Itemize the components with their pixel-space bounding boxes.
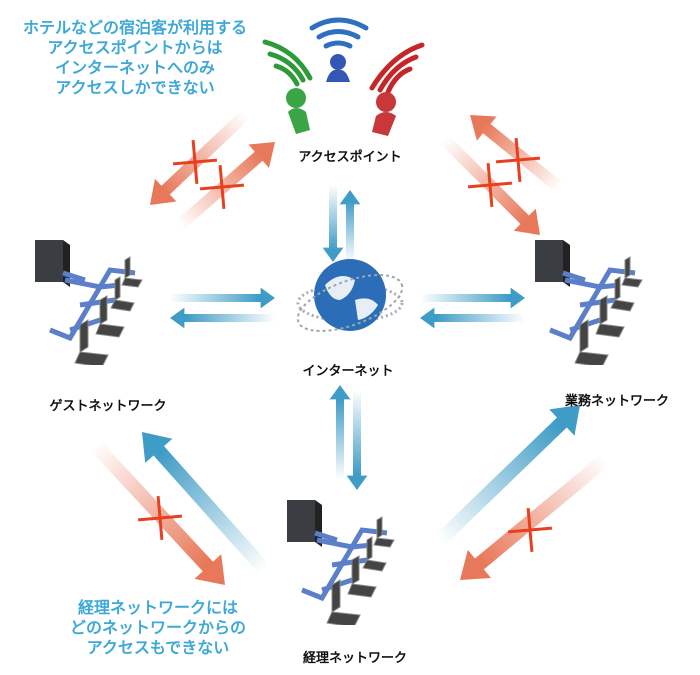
accounting-network-label: 経理ネットワーク bbox=[302, 651, 408, 666]
internet-globe-icon bbox=[296, 259, 404, 332]
allowed-access-arrow bbox=[322, 185, 344, 262]
allowed-access-arrow bbox=[420, 307, 525, 329]
blocked-cross-icon bbox=[172, 139, 218, 185]
blocked-cross-icon bbox=[495, 137, 541, 183]
allowed-access-arrow bbox=[170, 287, 275, 309]
note-line: アクセスポイントからは bbox=[47, 38, 223, 57]
blocked-cross-icon bbox=[199, 164, 245, 210]
note-line: ホテルなどの宿泊客が利用する bbox=[22, 18, 248, 37]
blocked-access-arrow bbox=[460, 454, 610, 580]
note-line: アクセスもできない bbox=[86, 638, 230, 657]
note-line: インターネットへのみ bbox=[54, 58, 216, 77]
guest-network-label: ゲストネットワーク bbox=[49, 399, 167, 414]
note-line: アクセスしかできない bbox=[55, 78, 215, 97]
allowed-access-arrow bbox=[420, 287, 525, 309]
note-line: どのネットワークからの bbox=[69, 618, 247, 637]
accounting-network-icon bbox=[287, 500, 394, 627]
business-network-icon bbox=[535, 240, 642, 367]
allowed-access-arrow bbox=[142, 432, 271, 575]
allowed-access-arrow bbox=[170, 307, 275, 329]
allowed-access-arrow bbox=[435, 405, 580, 546]
internet-label: インターネット bbox=[302, 364, 394, 379]
business-network-label: 業務ネットワーク bbox=[564, 394, 670, 409]
blocked-cross-icon bbox=[507, 507, 553, 553]
blocked-cross-icon bbox=[467, 162, 513, 208]
allowed-access-arrow bbox=[339, 190, 361, 262]
blocked-access-arrow bbox=[89, 440, 225, 585]
access-point-label: アクセスポイント bbox=[298, 150, 402, 165]
blocked-access-arrow bbox=[150, 110, 250, 205]
accounting-access-note: 経理ネットワークには どのネットワークからの アクセスもできない bbox=[70, 598, 246, 658]
allowed-access-arrow bbox=[329, 385, 351, 480]
access-point-icon bbox=[262, 17, 425, 136]
note-line: 経理ネットワークには bbox=[77, 598, 239, 617]
blocked-cross-icon bbox=[137, 495, 183, 541]
guest-access-note: ホテルなどの宿泊客が利用する アクセスポイントからは インターネットへのみ アク… bbox=[23, 18, 247, 98]
guest-network-icon bbox=[35, 240, 142, 367]
allowed-access-arrow bbox=[346, 390, 368, 490]
